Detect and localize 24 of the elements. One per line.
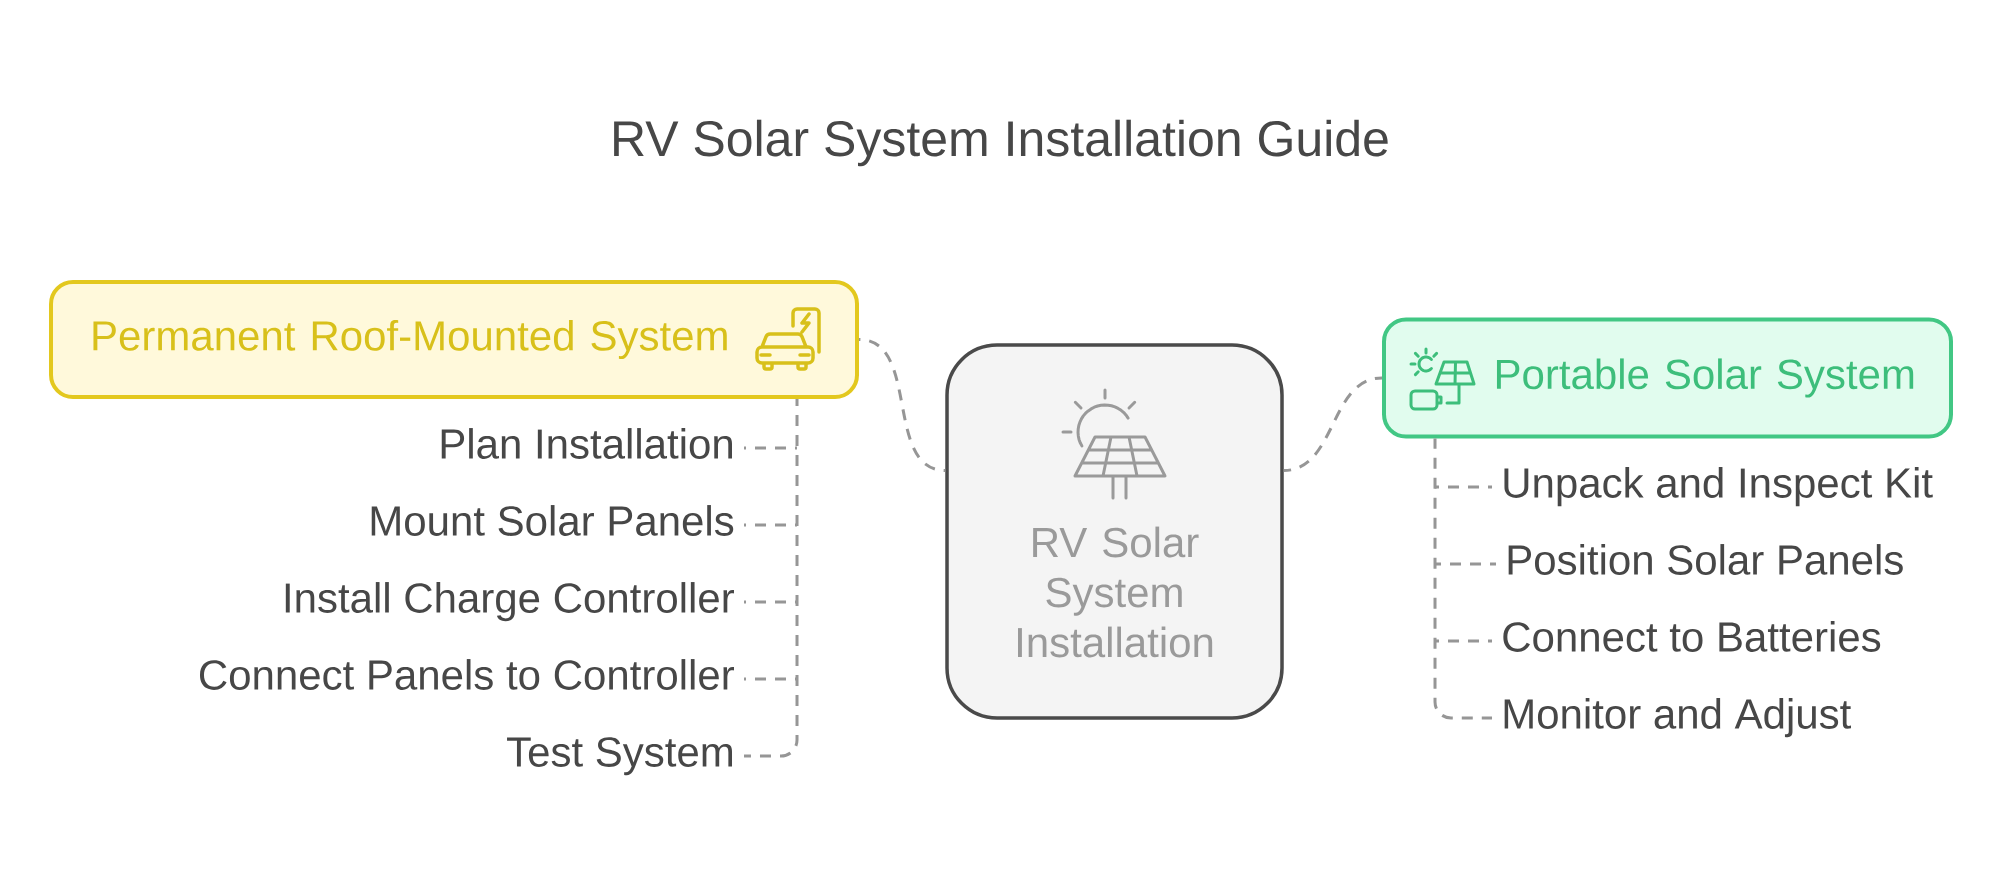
connector-line (858, 338, 946, 472)
step-label: Mount Solar Panels (371, 505, 734, 536)
category-box: Portable Solar System (1382, 317, 1953, 439)
step-label: Test System (507, 737, 732, 776)
step-label: Position Solar Panels (1508, 544, 1903, 575)
step-label: Monitor and Adjust (1504, 698, 1851, 738)
connector-line (1435, 562, 1496, 566)
connector-line (744, 399, 799, 758)
step-label: Connect Panels to Controller (200, 659, 734, 690)
diagram-title: RV Solar System Installation Guide (614, 119, 1388, 167)
step-label: Plan Installation (441, 428, 732, 459)
step-label: Unpack and Inspect Kit (1504, 467, 1933, 507)
connector-line (1433, 438, 1492, 720)
category-box: Permanent Roof-Mounted System (49, 280, 859, 399)
connector-line (744, 600, 797, 604)
connector-line (744, 677, 797, 681)
step-label: Connect to Batteries (1503, 621, 1881, 652)
connector-line (1435, 639, 1492, 643)
central-box: RV Solar System Installation (945, 343, 1284, 720)
connector-line (744, 446, 797, 450)
step-label: Install Charge Controller (285, 582, 734, 622)
connector-line (744, 523, 797, 527)
connector-line (1283, 376, 1383, 472)
connector-line (1435, 485, 1492, 489)
